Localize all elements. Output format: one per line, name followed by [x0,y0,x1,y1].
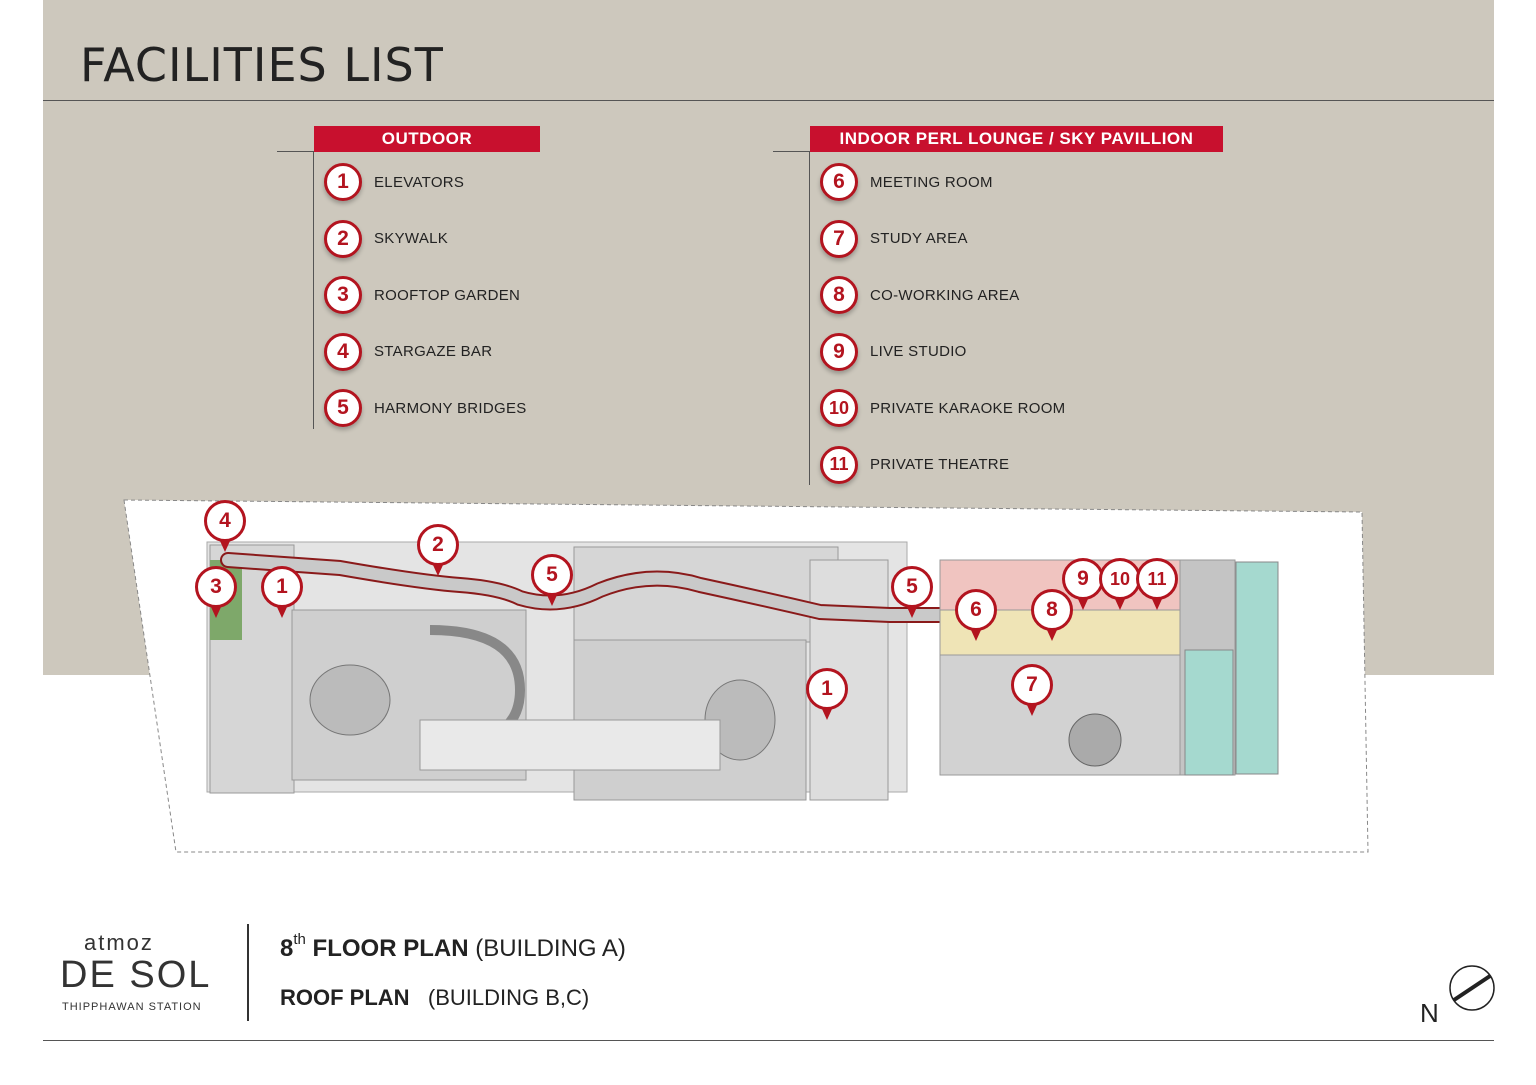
number-badge: 2 [324,219,362,258]
north-compass-icon: N [1420,965,1495,1026]
logo-station: THIPPHAWAN STATION [62,1001,202,1013]
map-pin-icon: 3 [195,566,237,620]
compass-label: N [1420,998,1439,1026]
roof-plan-building: (BUILDING B,C) [427,985,590,1010]
floor-plan-title: 8th FLOOR PLAN (BUILDING A) [280,931,626,963]
map-pin-icon: 11 [1136,558,1178,612]
outdoor-item: 3 ROOFTOP GARDEN [324,273,520,317]
map-pin-icon: 10 [1099,558,1141,612]
map-pin-number: 5 [531,554,573,596]
facility-label: CO-WORKING AREA [870,286,1020,304]
roof-plan-title: ROOF PLAN (BUILDING B,C) [280,985,589,1011]
map-pin-number: 1 [806,668,848,710]
facility-label: SKYWALK [374,230,449,247]
facility-label: STUDY AREA [870,230,968,247]
outdoor-vline [313,151,314,429]
page-title: FACILITIES LIST [80,38,444,92]
facility-label: HARMONY BRIDGES [374,399,527,417]
facility-label: ROOFTOP GARDEN [374,286,521,304]
number-badge: 11 [820,445,858,484]
number-badge: 8 [820,276,858,314]
floor-sup: th [293,931,306,948]
indoor-item: 8 CO-WORKING AREA [820,273,1020,317]
outdoor-item: 1 ELEVATORS [324,160,464,204]
outdoor-item: 5 HARMONY BRIDGES [324,386,527,430]
roof-plan-label: ROOF PLAN [280,985,410,1010]
indoor-vline [809,151,810,485]
facility-label: STARGAZE BAR [374,343,493,360]
facility-label: PRIVATE THEATRE [870,456,1010,473]
outdoor-rule [277,151,314,152]
number-badge: 4 [324,332,362,371]
number-badge: 3 [324,276,362,314]
map-pin-number: 9 [1062,558,1104,600]
map-pin-icon: 1 [806,668,848,722]
map-pin-icon: 5 [531,554,573,608]
map-pin-number: 10 [1099,558,1141,600]
footer-divider [247,924,249,1021]
facility-label: ELEVATORS [374,173,465,191]
facility-label: LIVE STUDIO [870,343,967,360]
title-divider [43,100,1494,101]
outdoor-heading: OUTDOOR [314,126,540,152]
logo-brand: atmoz [84,930,154,955]
indoor-heading: INDOOR PERL LOUNGE / SKY PAVILLION [810,126,1223,152]
footer-rule [43,1040,1494,1041]
indoor-item: 10 PRIVATE KARAOKE ROOM [820,386,1065,430]
map-pin-icon: 6 [955,589,997,643]
indoor-item: 7 STUDY AREA [820,217,968,261]
map-pin-number: 2 [417,524,459,566]
number-badge: 10 [820,389,858,427]
indoor-rule [773,151,810,152]
map-pin-icon: 2 [417,524,459,578]
map-pin-icon: 8 [1031,589,1073,643]
floor-plan-building: (BUILDING A) [475,935,626,962]
logo-name: DE SOL [60,954,212,996]
indoor-item: 9 LIVE STUDIO [820,330,967,374]
facility-label: PRIVATE KARAOKE ROOM [870,399,1066,417]
facility-label: MEETING ROOM [870,173,993,191]
map-pin-number: 7 [1011,664,1053,706]
map-pin-number: 3 [195,566,237,608]
outdoor-item: 2 SKYWALK [324,217,448,261]
number-badge: 6 [820,163,858,201]
floor-num: 8 [280,935,294,962]
site-plan-drawing [123,499,1369,853]
map-pin-icon: 7 [1011,664,1053,718]
map-pin-number: 8 [1031,589,1073,631]
number-badge: 5 [324,389,362,427]
map-pin-number: 6 [955,589,997,631]
floor-plan-label: FLOOR PLAN [312,935,469,962]
map-pin-icon: 1 [261,566,303,620]
map-pin-number: 5 [891,566,933,608]
number-badge: 7 [820,219,858,258]
number-badge: 9 [820,332,858,371]
number-badge: 1 [324,163,362,201]
map-pin-icon: 5 [891,566,933,620]
map-pin-number: 1 [261,566,303,608]
map-pin-number: 11 [1136,558,1178,600]
outdoor-item: 4 STARGAZE BAR [324,330,492,374]
map-pin-icon: 4 [204,500,246,554]
indoor-item: 6 MEETING ROOM [820,160,993,204]
indoor-item: 11 PRIVATE THEATRE [820,443,1009,487]
map-pin-number: 4 [204,500,246,542]
